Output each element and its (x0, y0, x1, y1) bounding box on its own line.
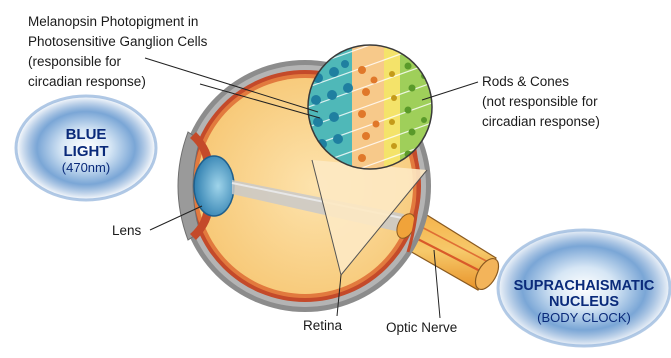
rods-cones-line-2: (not responsible for (482, 94, 598, 109)
rods-cones-line-1: Rods & Cones (482, 74, 569, 89)
blue-light-blob: BLUE LIGHT (470nm) (16, 96, 156, 200)
blue-light-wavelength: (470nm) (62, 160, 110, 175)
scn-subtitle: (BODY CLOCK) (537, 310, 631, 325)
blue-light-title-2: LIGHT (64, 143, 109, 160)
rods-cones-line-3: circadian response) (482, 114, 600, 129)
scn-blob: SUPRACHAISMATIC NUCLEUS (BODY CLOCK) (496, 228, 671, 348)
label-optic-nerve: Optic Nerve (386, 320, 457, 335)
scn-title-2: NUCLEUS (549, 294, 619, 310)
scn-title-1: SUPRACHAISMATIC (514, 278, 655, 294)
blue-light-title-1: BLUE (66, 126, 107, 143)
melanopsin-line-1: Melanopsin Photopigment in (28, 14, 198, 29)
label-melanopsin: Melanopsin Photopigment in Photosensitiv… (28, 14, 208, 89)
label-rods-cones: Rods & Cones (not responsible for circad… (482, 74, 600, 129)
melanopsin-line-3: (responsible for (28, 54, 122, 69)
label-lens: Lens (112, 223, 142, 238)
label-retina: Retina (303, 318, 343, 333)
melanopsin-line-2: Photosensitive Ganglion Cells (28, 34, 208, 49)
melanopsin-line-4: circadian response) (28, 74, 146, 89)
